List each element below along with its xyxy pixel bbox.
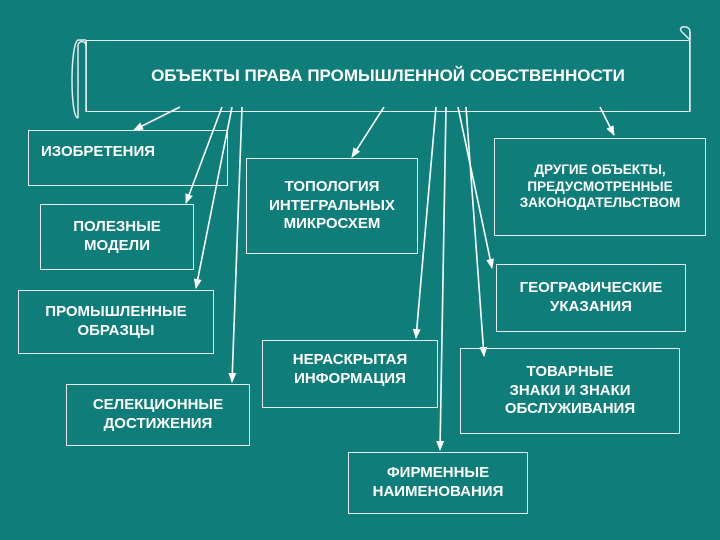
node-industrial-designs: ПРОМЫШЛЕННЫЕ ОБРАЗЦЫ bbox=[18, 290, 214, 354]
node-undisclosed-info: НЕРАСКРЫТАЯ ИНФОРМАЦИЯ bbox=[262, 340, 438, 408]
arrow-to-undisclosed bbox=[412, 106, 437, 339]
arrow-to-geo bbox=[457, 106, 495, 269]
node-trade-names: ФИРМЕННЫЕ НАИМЕНОВАНИЯ bbox=[348, 452, 528, 514]
node-geographical-indications: ГЕОГРАФИЧЕСКИЕ УКАЗАНИЯ bbox=[496, 264, 686, 332]
node-selection-achievements: СЕЛЕКЦИОННЫЕ ДОСТИЖЕНИЯ bbox=[66, 384, 250, 446]
arrow-to-inventions bbox=[133, 106, 181, 131]
arrow-to-trademarks bbox=[465, 106, 488, 357]
arrow-to-topology bbox=[351, 106, 385, 158]
node-other-objects: ДРУГИЕ ОБЪЕКТЫ, ПРЕДУСМОТРЕННЫЕ ЗАКОНОДА… bbox=[494, 138, 706, 236]
node-inventions: ИЗОБРЕТЕНИЯ bbox=[28, 130, 228, 186]
node-topology: ТОПОЛОГИЯ ИНТЕГРАЛЬНЫХ МИКРОСХЕМ bbox=[246, 158, 418, 254]
node-utility-models: ПОЛЕЗНЫЕ МОДЕЛИ bbox=[40, 204, 194, 270]
arrow-to-trade-names bbox=[436, 106, 447, 451]
arrow-to-selection bbox=[228, 106, 243, 383]
arrow-to-industrial-designs bbox=[193, 106, 233, 289]
arrow-to-utility-models bbox=[185, 106, 223, 204]
node-trademarks: ТОВАРНЫЕ ЗНАКИ И ЗНАКИ ОБСЛУЖИВАНИЯ bbox=[460, 348, 680, 434]
diagram-title: ОБЪЕКТЫ ПРАВА ПРОМЫШЛЕННОЙ СОБСТВЕННОСТИ bbox=[86, 40, 690, 112]
